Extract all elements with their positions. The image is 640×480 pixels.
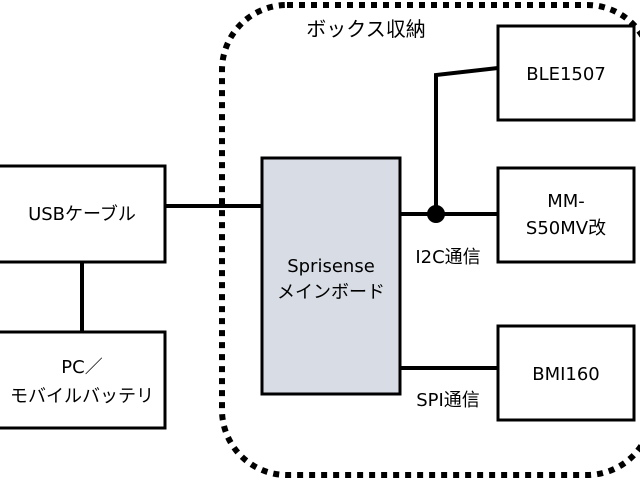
i2c-connection-label: I2C通信 — [415, 247, 480, 268]
sprisense-mainboard-box — [260, 156, 402, 396]
spi-connection-label: SPI通信 — [416, 390, 480, 411]
enclosure-boundary — [219, 2, 640, 478]
ble-module-label: BLE1507 — [526, 64, 606, 85]
ble-branch-wire — [434, 66, 499, 214]
imu-module-box — [496, 324, 636, 422]
ble-module-box — [496, 24, 636, 122]
pc-battery-box — [0, 330, 167, 430]
pc-battery-label-line1: PC／ — [61, 357, 102, 378]
imu-module-label: BMI160 — [532, 364, 600, 385]
camera-module-box — [496, 166, 636, 264]
usb-cable-label: USBケーブル — [28, 203, 136, 225]
camera-module-label-line2: S50MV改 — [526, 218, 606, 239]
sprisense-label-line1: Sprisense — [287, 256, 375, 277]
sprisense-label-line2: メインボード — [277, 282, 385, 303]
camera-module-label-line1: MM- — [547, 191, 585, 212]
i2c-junction-dot — [427, 205, 445, 223]
pc-battery-label-line2: モバイルバッテリ — [10, 386, 154, 407]
enclosure-label: ボックス収納 — [306, 17, 425, 41]
usb-cable-box — [0, 164, 167, 264]
